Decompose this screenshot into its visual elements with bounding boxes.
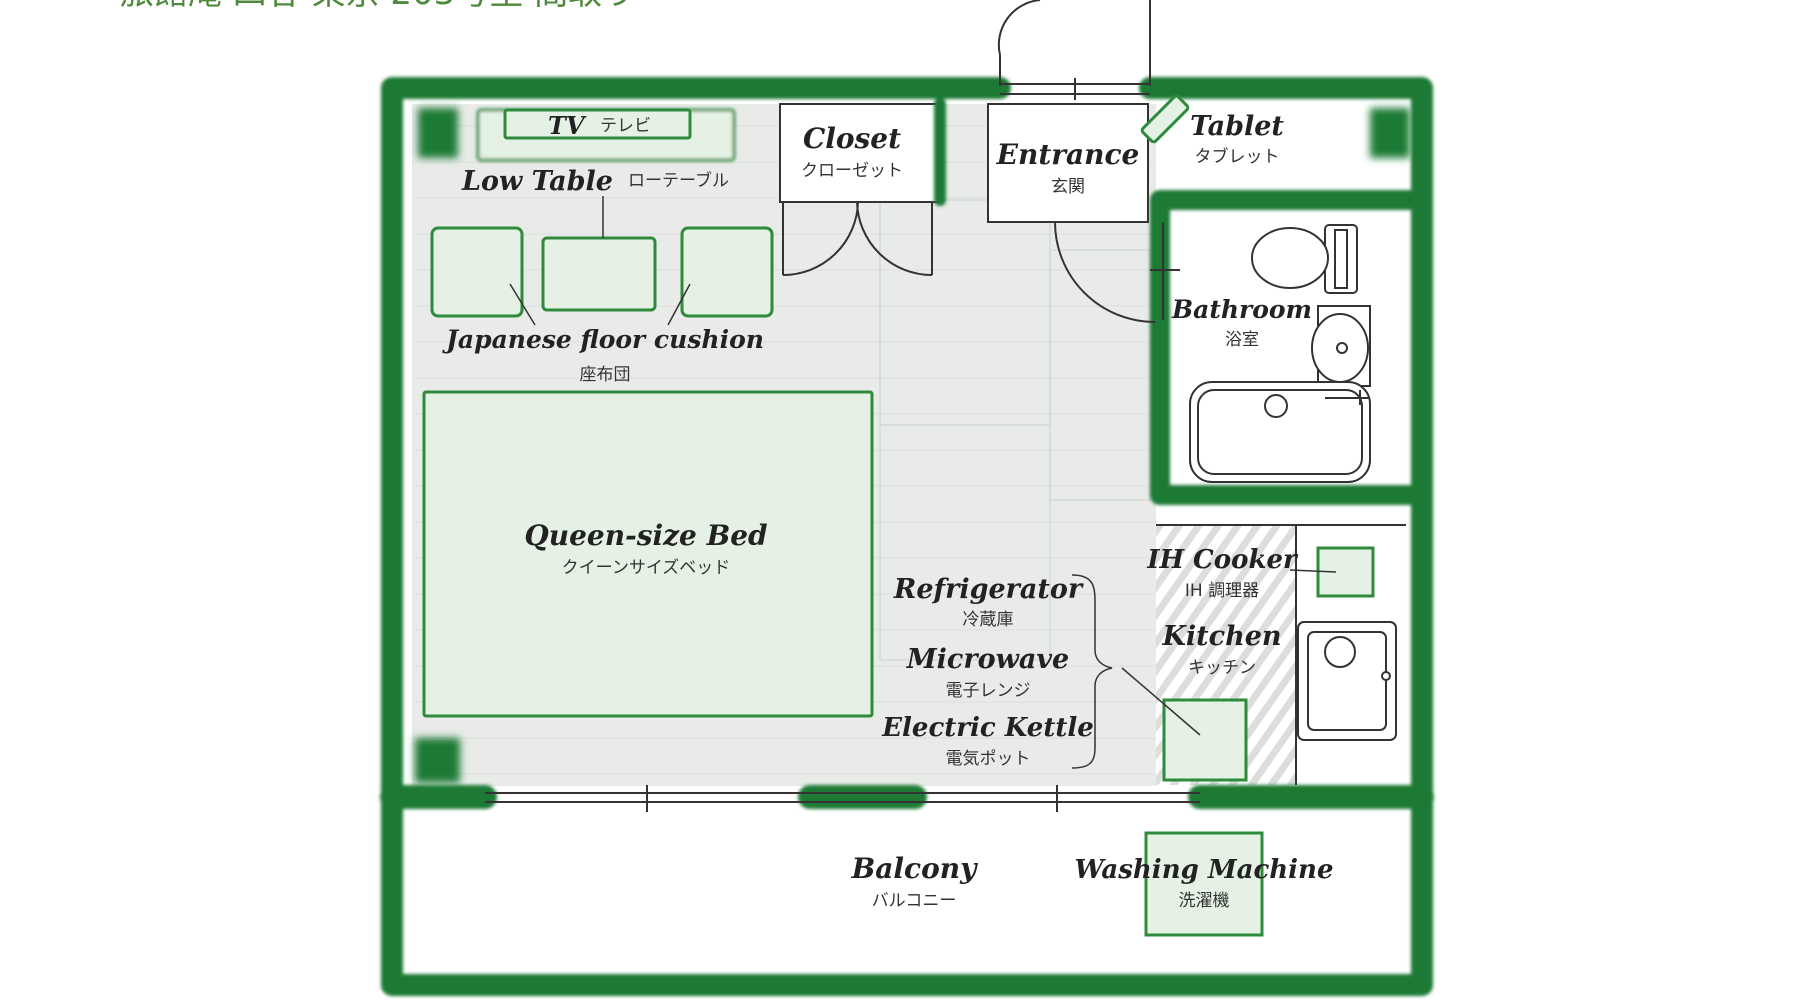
tv [503, 108, 692, 140]
washer-label-jp: 洗濯機 [1179, 891, 1230, 911]
bathroom-label-jp: 浴室 [1225, 330, 1259, 350]
bathroom-label: Bathroom [1171, 295, 1312, 324]
microwave-label-jp: 電子レンジ [946, 681, 1031, 701]
walls [380, 77, 1434, 996]
balcony-label: Balcony [851, 852, 979, 885]
bed-label: Queen-size Bed [524, 519, 767, 552]
closet-label-jp: クローゼット [801, 161, 903, 181]
refrigerator-label-jp: 冷蔵庫 [963, 610, 1014, 630]
bed-label-jp: クイーンサイズベッド [562, 558, 731, 578]
kettle-label-jp: 電気ポット [946, 749, 1031, 769]
kitchen-sink [1297, 621, 1397, 741]
cushion-left [430, 226, 524, 318]
tablet-label-jp: タブレット [1195, 146, 1280, 167]
furniture [422, 108, 1375, 937]
kitchen-appliance-box [1162, 698, 1248, 782]
low-table-label: Low Table [461, 166, 613, 197]
microwave-label: Microwave [906, 644, 1069, 675]
toilet-tank [1324, 224, 1358, 294]
bathroom-door [1054, 221, 1180, 323]
entry-door [997, 0, 1151, 100]
ih-cooker-label: IH Cooker [1146, 545, 1299, 575]
entrance-label-jp: 玄関 [1051, 177, 1085, 197]
low-table [541, 236, 657, 312]
washer-label: Washing Machine [1074, 855, 1333, 885]
cushion-right [680, 226, 774, 318]
entrance-label: Entrance [996, 138, 1140, 171]
kettle-label: Electric Kettle [881, 713, 1094, 743]
wall-corner-blocks [415, 108, 1410, 783]
cushion-label: Japanese floor cushion [442, 325, 764, 354]
balcony-label-jp: バルコニー [872, 891, 957, 911]
labels: TV テレビ Low Table ローテーブル Closet クローゼット En… [442, 111, 1333, 911]
page-title: 旅館庵 四谷 東京 203号室 間取り [120, 0, 636, 13]
tablet-label: Tablet [1190, 111, 1284, 142]
ih-cooker-label-jp: IH 調理器 [1185, 581, 1259, 601]
closet-label: Closet [803, 122, 901, 155]
leader-lines [509, 196, 1337, 769]
toilet-bowl [1251, 227, 1329, 289]
bathtub [1189, 381, 1371, 483]
bed [422, 390, 874, 718]
entrance-floor [987, 103, 1149, 223]
tablet-mount [1140, 94, 1190, 144]
kitchen-label-jp: キッチン [1188, 658, 1256, 678]
balcony-windows [485, 785, 1200, 812]
closet-area [779, 103, 941, 203]
cushion-label-jp: 座布団 [580, 365, 631, 385]
closet-doors [782, 201, 933, 276]
tv-label: TV [548, 111, 587, 140]
tv-label-jp: テレビ [600, 116, 651, 136]
washing-machine [1144, 831, 1264, 937]
kitchen-label: Kitchen [1161, 621, 1281, 652]
low-table-label-jp: ローテーブル [628, 170, 729, 191]
bathroom-fixtures [1189, 224, 1371, 483]
refrigerator-label: Refrigerator [893, 574, 1084, 605]
